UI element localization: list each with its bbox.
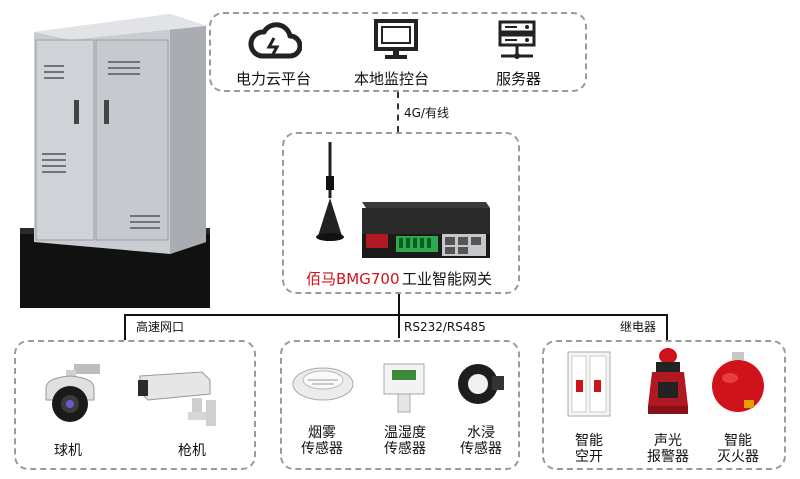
right-link-label: 继电器 xyxy=(620,320,657,334)
left-branch-connector xyxy=(124,314,126,340)
sensor-group xyxy=(280,340,520,470)
actuator-label-extinguisher-2: 灭火器 xyxy=(717,449,759,465)
gateway-down-connector xyxy=(398,294,400,338)
actuator-label-alarm-2: 报警器 xyxy=(647,449,689,465)
sensor-label-temp-2: 传感器 xyxy=(384,441,426,457)
sound-light-alarm-image xyxy=(648,348,688,414)
platform-label-server: 服务器 xyxy=(496,70,542,88)
actuator-label-breaker-1: 智能 xyxy=(575,433,603,449)
uplink-connector xyxy=(397,92,399,132)
cloud-sync-icon xyxy=(248,22,302,59)
sensor-label-water-2: 传感器 xyxy=(460,441,502,457)
temperature-humidity-sensor-image xyxy=(383,363,425,413)
power-cabinet-image xyxy=(20,14,210,308)
platform-group xyxy=(209,12,587,92)
sensor-label-water-1: 水浸 xyxy=(467,425,495,441)
gateway-name-label: 工业智能网关 xyxy=(402,270,493,288)
sensor-label-smoke-2: 传感器 xyxy=(301,441,343,457)
monitor-icon xyxy=(374,19,418,59)
gateway-brand-label: 佰马BMG700 xyxy=(306,270,400,288)
dome-camera-image xyxy=(45,364,100,422)
circuit-breaker-image xyxy=(567,351,611,417)
actuator-label-alarm-1: 声光 xyxy=(654,433,682,449)
sensor-label-temp-1: 温湿度 xyxy=(384,425,426,441)
gateway-group xyxy=(282,132,520,294)
sensor-label-smoke-1: 烟雾 xyxy=(308,425,336,441)
platform-label-monitor: 本地监控台 xyxy=(354,70,430,88)
bus-line xyxy=(124,314,668,316)
center-link-label: RS232/RS485 xyxy=(404,320,486,334)
water-leak-sensor-image xyxy=(458,364,504,404)
fire-extinguisher-image xyxy=(712,352,764,412)
antenna-image xyxy=(316,142,344,241)
smoke-sensor-image xyxy=(292,367,354,401)
actuator-label-extinguisher-1: 智能 xyxy=(724,433,752,449)
actuator-group xyxy=(542,340,786,470)
camera-label-bullet: 枪机 xyxy=(178,443,206,459)
gateway-device-image xyxy=(362,202,490,258)
uplink-label: 4G/有线 xyxy=(404,106,449,120)
actuator-label-breaker-2: 空开 xyxy=(575,449,603,465)
server-icon xyxy=(498,20,536,59)
right-branch-connector xyxy=(666,314,668,340)
camera-group xyxy=(14,340,256,470)
bullet-camera-image xyxy=(138,371,216,426)
camera-label-dome: 球机 xyxy=(54,443,82,459)
left-link-label: 高速网口 xyxy=(136,320,185,334)
platform-label-cloud: 电力云平台 xyxy=(236,70,312,88)
